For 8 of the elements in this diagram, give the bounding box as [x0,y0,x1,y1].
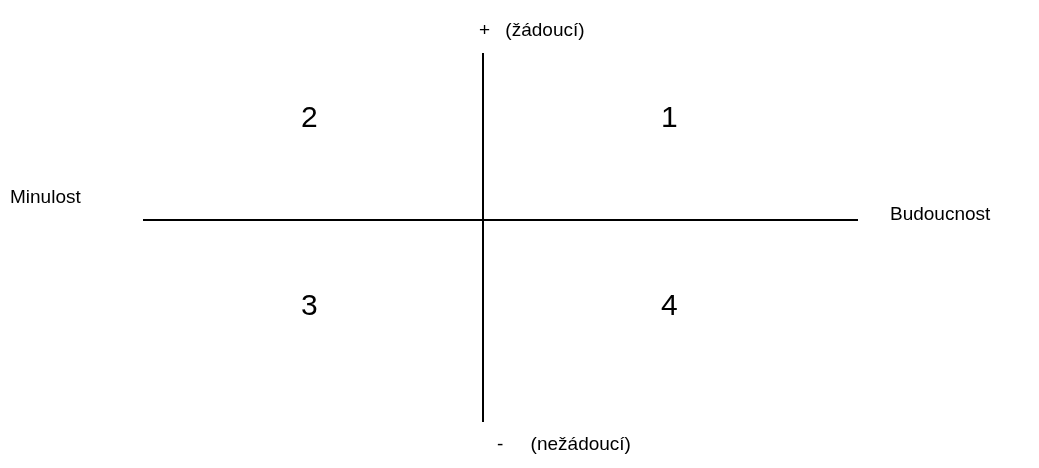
quadrant-number: 2 [301,102,318,132]
axis-label: - (nežádoucí) [497,434,631,453]
quadrant-number: 1 [661,102,678,132]
quadrant-number: 3 [301,290,318,320]
axis-label: Minulost [10,187,81,206]
axis-label: Budoucnost [890,204,991,223]
axis-label: + (žádoucí) [479,20,585,39]
quadrant-number: 4 [661,290,678,320]
